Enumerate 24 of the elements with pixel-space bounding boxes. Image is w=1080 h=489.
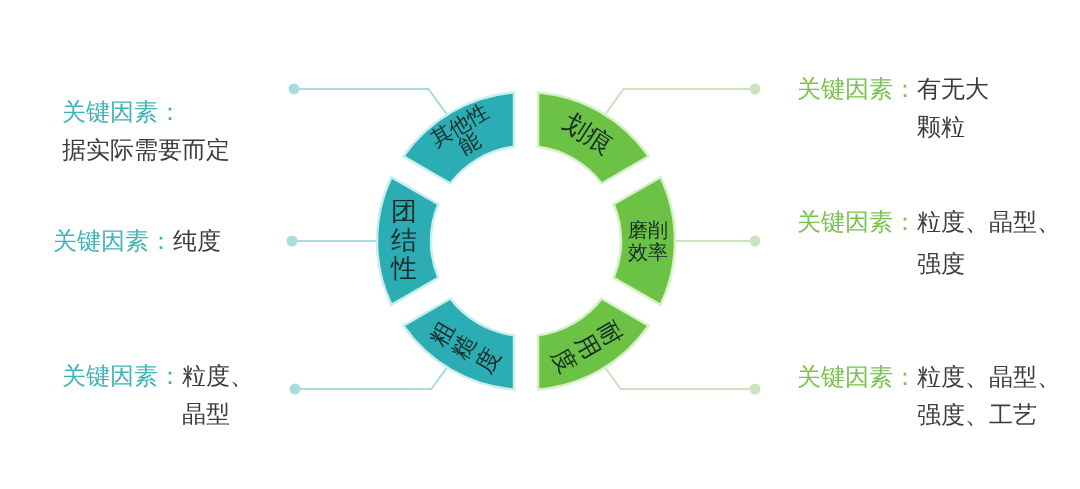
segment-label: 耐用度 xyxy=(546,316,628,377)
annotation-heading: 关键因素： xyxy=(53,226,173,257)
segment-label: 团结性 xyxy=(391,198,417,284)
annotation-text: 粒度、晶型 xyxy=(182,361,255,430)
annotation-text: 据实际需要而定 xyxy=(62,135,230,166)
annotation-heading: 关键因素： xyxy=(797,207,917,238)
leader-line xyxy=(604,83,761,115)
leader-line xyxy=(675,235,761,247)
annotation-text: 粒度、晶型、强度、工艺 xyxy=(917,362,1062,431)
segment-label: 其他性能 xyxy=(427,101,494,162)
annotation-text: 粒度、晶型、强度 xyxy=(917,207,1062,280)
segment-label: 磨削效率 xyxy=(627,219,669,263)
annotation-text: 纯度 xyxy=(173,226,222,257)
annotation-heading: 关键因素： xyxy=(797,362,917,393)
leader-line xyxy=(286,235,377,247)
segment-label: 划痕 xyxy=(556,108,618,163)
annotation-heading: 关键因素： xyxy=(62,361,182,392)
leader-line xyxy=(289,367,448,395)
segment-label: 粗糙度 xyxy=(424,316,506,377)
leader-line xyxy=(288,83,448,115)
annotation-text: 有无大颗粒 xyxy=(917,74,990,143)
annotation-heading: 关键因素： xyxy=(62,97,183,128)
leader-line xyxy=(604,367,761,395)
annotation-heading: 关键因素： xyxy=(797,74,917,105)
